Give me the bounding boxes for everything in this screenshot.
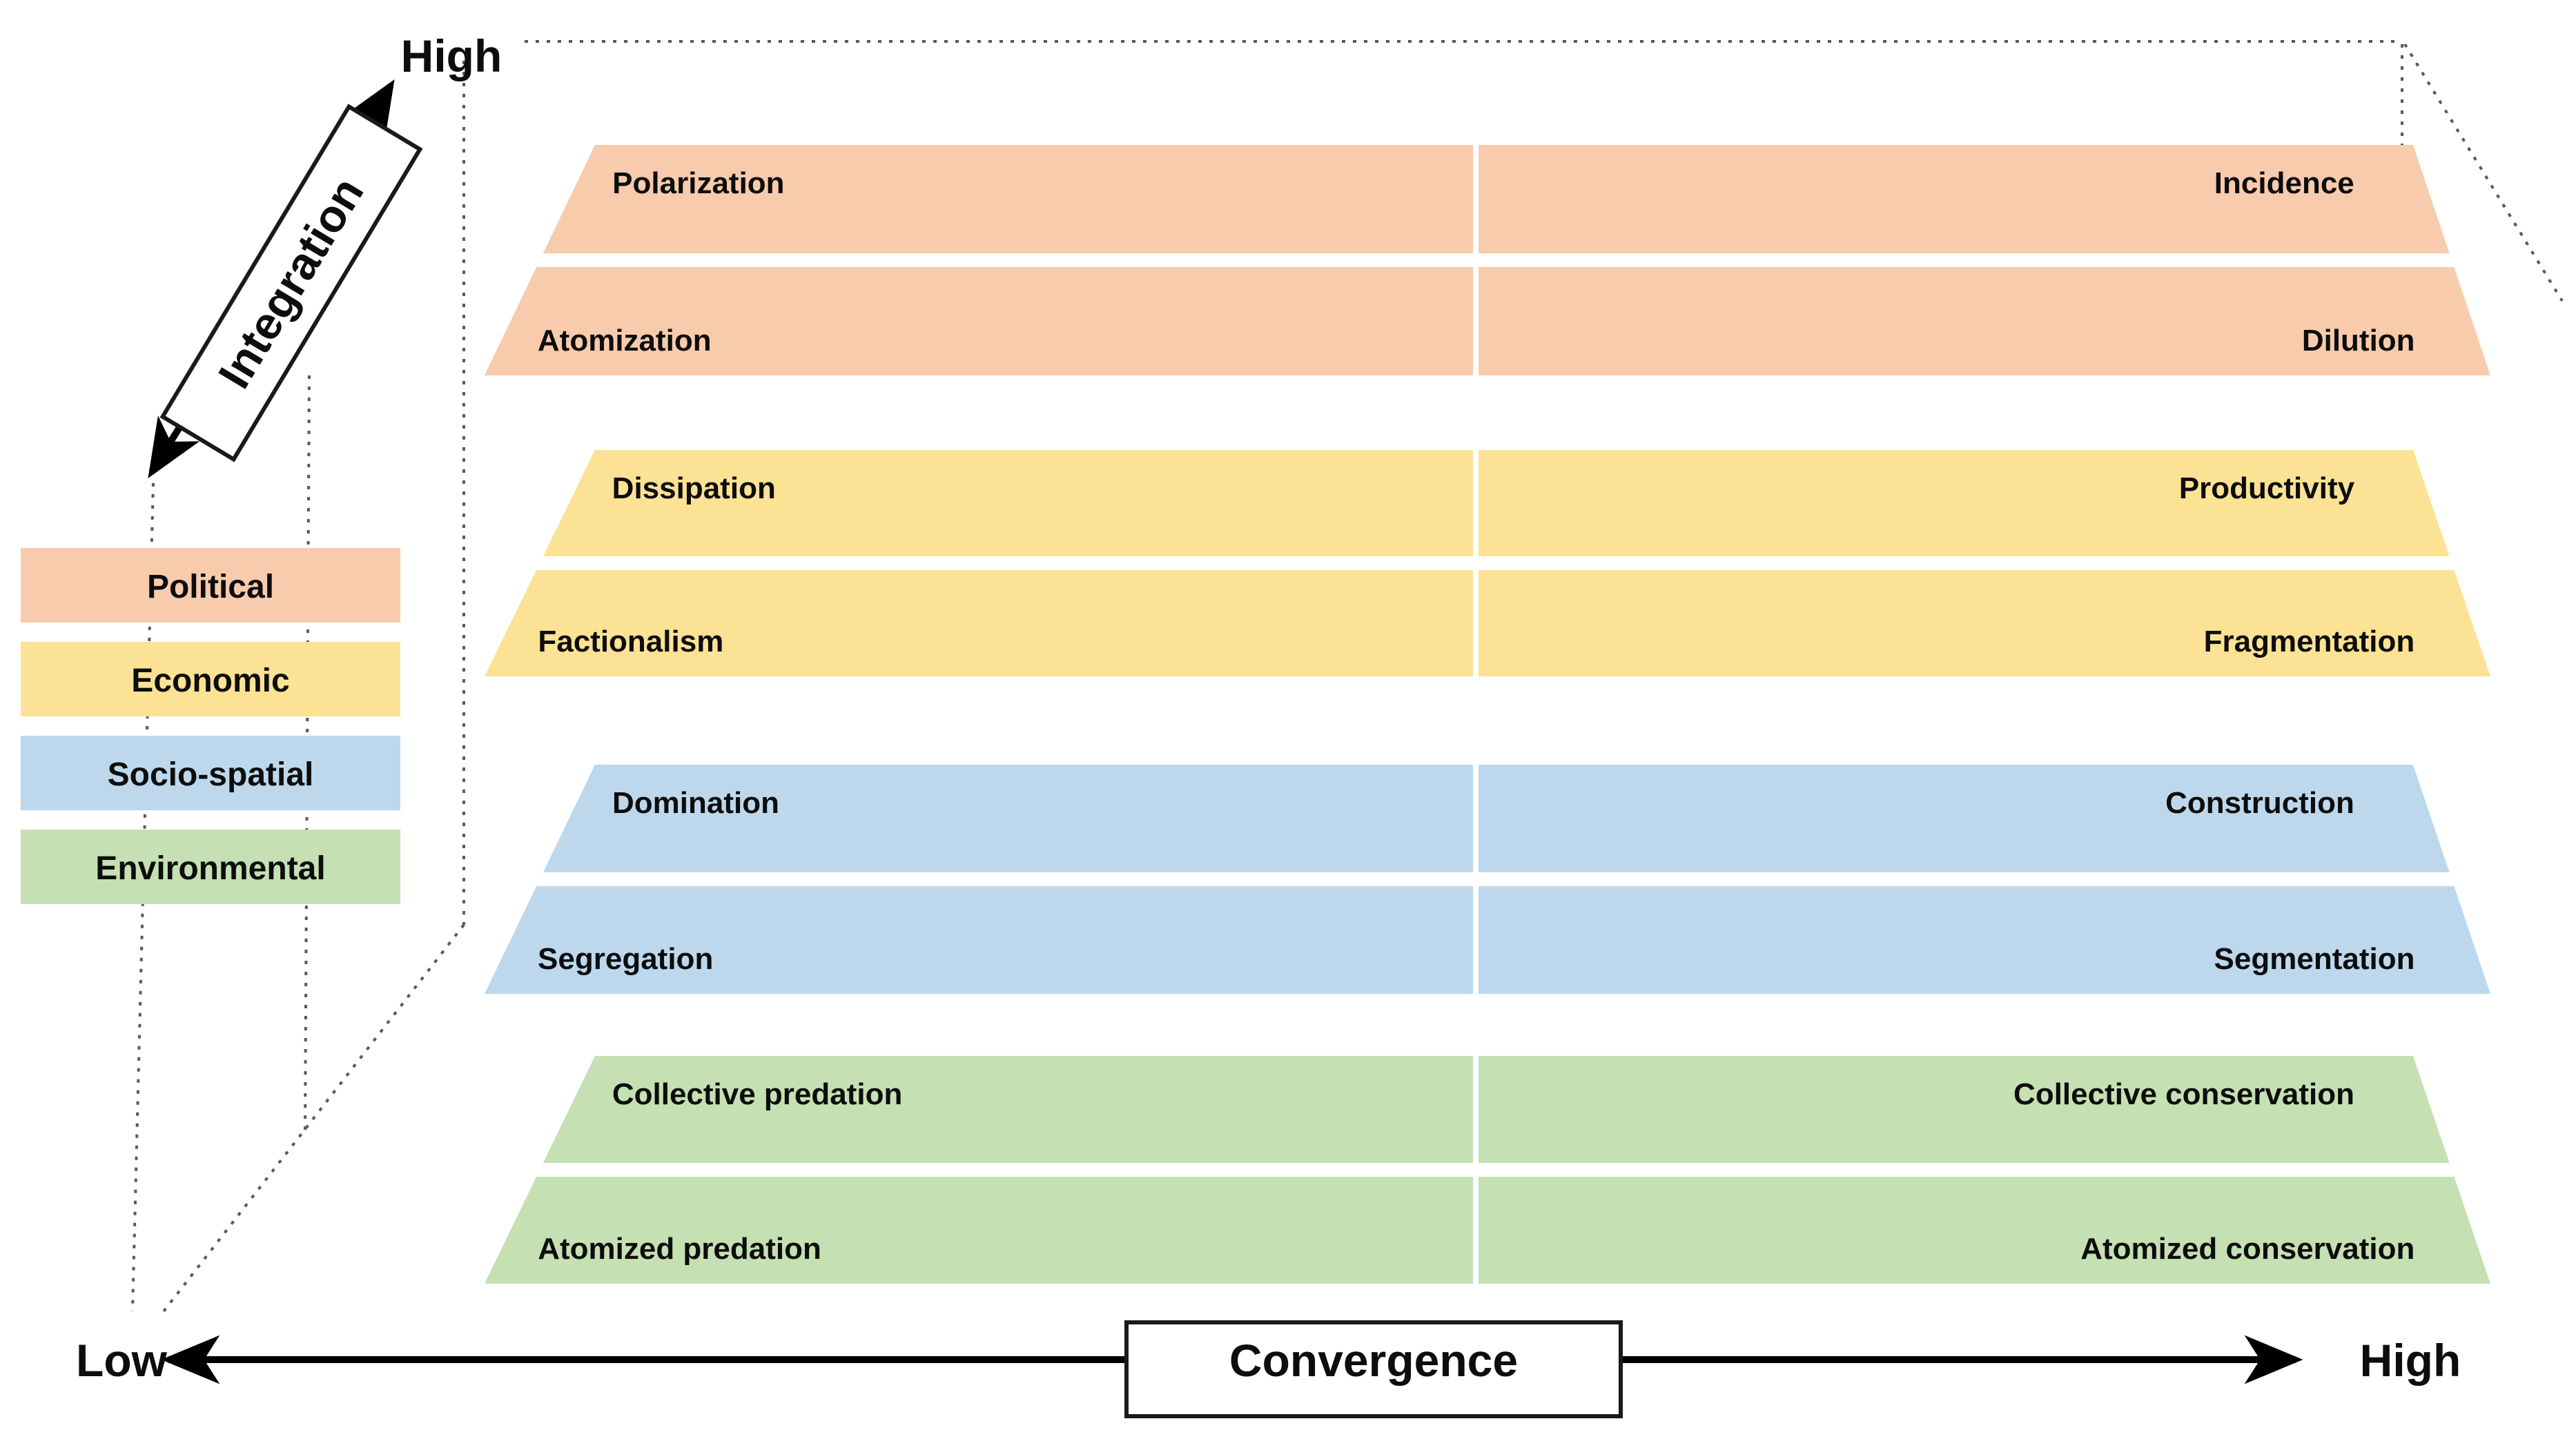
quadrant-label-political-top-right: Incidence bbox=[2214, 166, 2354, 200]
layer-socio-spatial-quadrant-top-right bbox=[1479, 765, 2450, 872]
convergence-axis: Convergence Low High bbox=[76, 1320, 2461, 1418]
layer-economic-quadrant-bottom-left bbox=[485, 570, 1473, 676]
layer-political-quadrant-bottom-right bbox=[1479, 267, 2490, 375]
layer-environmental-quadrant-top-right bbox=[1479, 1056, 2450, 1163]
quadrant-label-economic-top-left: Dissipation bbox=[612, 471, 776, 505]
layer-socio-spatial-quadrant-top-left bbox=[543, 765, 1473, 872]
layer-environmental-quadrant-top-left bbox=[543, 1056, 1473, 1163]
layer-socio-spatial-quadrant-bottom-right bbox=[1479, 886, 2490, 994]
layer-environmental: Collective predation Collective conservat… bbox=[485, 1056, 2490, 1284]
quadrant-label-socio-spatial-bottom-left: Segregation bbox=[538, 942, 713, 976]
layer-environmental-quadrant-bottom-right bbox=[1479, 1177, 2490, 1284]
layer-environmental-quadrant-bottom-left bbox=[485, 1177, 1473, 1284]
quadrant-label-socio-spatial-top-left: Domination bbox=[612, 786, 779, 820]
quadrant-label-political-bottom-right: Dilution bbox=[2302, 324, 2415, 358]
layer-political-quadrant-top-left bbox=[543, 145, 1473, 253]
layer-political-quadrant-bottom-left bbox=[485, 267, 1473, 375]
quadrant-label-economic-bottom-right: Fragmentation bbox=[2204, 625, 2415, 658]
legend-swatch-environmental bbox=[21, 830, 400, 904]
layer-socio-spatial-quadrant-bottom-left bbox=[485, 886, 1473, 994]
quadrant-label-environmental-bottom-right: Atomized conservation bbox=[2080, 1232, 2414, 1266]
quadrant-label-environmental-top-right: Collective conservation bbox=[2013, 1077, 2354, 1111]
quadrant-label-political-bottom-left: Atomization bbox=[538, 324, 712, 358]
legend-swatch-political bbox=[21, 548, 400, 623]
legend-label-socio-spatial: Socio-spatial bbox=[108, 756, 314, 793]
legend: PoliticalEconomicSocio-spatialEnvironmen… bbox=[21, 548, 400, 904]
convergence-label-box bbox=[1124, 1320, 1623, 1418]
legend-label-political: Political bbox=[147, 569, 274, 605]
convergence-high-label: High bbox=[2360, 1335, 2461, 1386]
legend-swatch-socio-spatial bbox=[21, 736, 400, 810]
legend-label-economic: Economic bbox=[131, 663, 289, 699]
guide-right-depth-diagonal bbox=[2403, 43, 2564, 302]
layer-economic-quadrant-top-right bbox=[1479, 450, 2450, 556]
legend-item-economic: Economic bbox=[21, 642, 400, 716]
integration-axis: Integration High bbox=[148, 30, 502, 479]
quadrant-label-environmental-bottom-left: Atomized predation bbox=[538, 1232, 821, 1266]
legend-item-political: Political bbox=[21, 548, 400, 623]
layer-economic-quadrant-bottom-right bbox=[1479, 570, 2490, 676]
quadrant-label-environmental-top-left: Collective predation bbox=[612, 1077, 903, 1111]
quadrant-label-political-top-left: Polarization bbox=[612, 166, 784, 200]
legend-swatch-economic bbox=[21, 642, 400, 716]
legend-item-environmental: Environmental bbox=[21, 830, 400, 904]
legend-label-environmental: Environmental bbox=[95, 850, 325, 887]
quadrant-label-socio-spatial-top-right: Construction bbox=[2165, 786, 2354, 820]
integration-high-label: High bbox=[401, 30, 502, 81]
legend-item-socio-spatial: Socio-spatial bbox=[21, 736, 400, 810]
layer-political-quadrant-top-right bbox=[1479, 145, 2450, 253]
origin-low-label: Low bbox=[76, 1335, 168, 1386]
convergence-axis-label: Convergence bbox=[1229, 1335, 1518, 1386]
guide-left-depth-diagonal bbox=[160, 923, 465, 1315]
quadrant-label-economic-bottom-left: Factionalism bbox=[538, 625, 723, 658]
quadrant-label-economic-top-right: Productivity bbox=[2179, 471, 2355, 505]
layer-economic-quadrant-top-left bbox=[543, 450, 1473, 556]
integration-label-box bbox=[159, 104, 423, 462]
quadrant-label-socio-spatial-bottom-right: Segmentation bbox=[2214, 942, 2415, 976]
